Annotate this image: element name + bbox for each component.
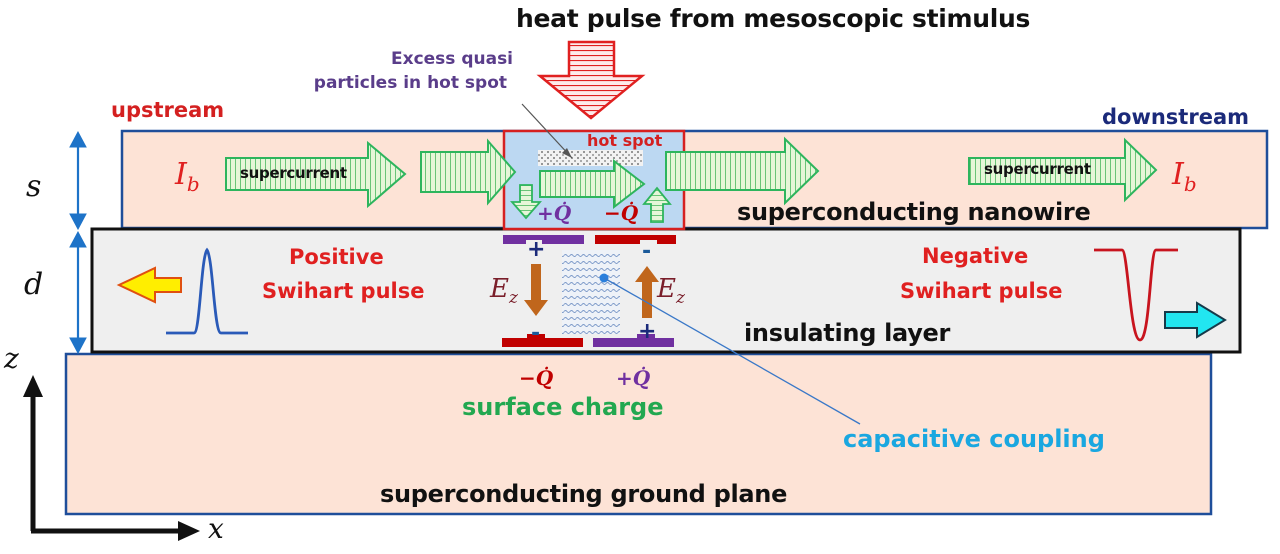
negative-pulse-label-line1: Negative <box>922 244 1029 268</box>
z-axis-label: z <box>4 342 19 375</box>
left-propagation-arrow <box>116 266 182 304</box>
charge-bar-top-left <box>503 235 584 244</box>
charge-bar-bottom-right <box>593 334 674 347</box>
negative-pulse-label-line2: Swihart pulse <box>900 279 1063 303</box>
ez-label-right: Ez <box>657 276 685 307</box>
minus-qdot-top-label: −Q̇ <box>604 201 639 225</box>
d-dimension-arrow <box>69 230 87 355</box>
plus-qdot-bottom-label: +Q̇ <box>616 366 651 390</box>
supercurrent-label-right: supercurrent <box>984 160 1091 178</box>
surface-charge-label: surface charge <box>462 393 664 421</box>
supercurrent-arrow-inlet <box>420 138 517 206</box>
quasiparticle-cloud <box>538 150 643 166</box>
plus-sign-top: + <box>527 237 546 262</box>
excess-pointer-arrowhead <box>562 148 572 158</box>
downstream-label: downstream <box>1102 105 1249 129</box>
positive-pulse-label-line2: Swihart pulse <box>262 279 425 303</box>
current-up-arrow <box>642 186 672 223</box>
diagram-title: heat pulse from mesoscopic stimulus <box>516 4 1031 33</box>
plus-qdot-top-label: +Q̇ <box>537 201 572 225</box>
capacitive-region <box>562 250 620 334</box>
minus-sign-bottom: - <box>531 321 541 346</box>
bias-current-symbol: I <box>1172 157 1184 192</box>
ez-symbol: E <box>657 274 676 304</box>
bias-current-label-right: Ib <box>1172 157 1197 196</box>
excess-quasiparticles-label-line1: Excess quasi <box>390 49 514 69</box>
ez-subscript: z <box>675 288 685 309</box>
ez-subscript: z <box>508 288 518 309</box>
bias-current-subscript: b <box>1183 172 1197 196</box>
upstream-label: upstream <box>111 98 225 122</box>
hot-spot-label: hot spot <box>587 131 663 150</box>
minus-sign-top: - <box>642 239 652 264</box>
bias-current-symbol: I <box>175 157 187 192</box>
plus-sign-bottom: + <box>638 319 657 344</box>
negative-pulse-curve <box>1094 248 1178 342</box>
x-axis-label: x <box>208 512 224 545</box>
coordinate-axes <box>23 375 200 541</box>
nanowire-label: superconducting nanowire <box>737 198 1091 226</box>
d-thickness-label: d <box>24 267 44 302</box>
heat-pulse-arrow <box>536 40 646 120</box>
ez-arrow-down <box>524 264 548 316</box>
supercurrent-arrow-left <box>225 140 407 209</box>
insulating-layer-label: insulating layer <box>744 319 951 347</box>
supercurrent-arrow-outlet <box>665 136 820 206</box>
charge-bar-top-right <box>595 235 676 244</box>
s-thickness-label: s <box>26 169 42 204</box>
ground-plane-layer <box>64 352 1213 516</box>
excess-pointer-line <box>521 103 573 159</box>
ez-arrow-up <box>635 266 659 318</box>
bias-current-subscript: b <box>186 172 200 196</box>
charge-bar-bottom-left <box>502 334 583 347</box>
capacitive-coupling-label: capacitive coupling <box>843 425 1105 453</box>
supercurrent-arrow-right <box>968 137 1158 203</box>
capacitive-pointer-line <box>603 277 861 425</box>
positive-pulse-curve <box>166 247 248 335</box>
supercurrent-arrow-hotspot <box>539 158 646 210</box>
ez-symbol: E <box>490 274 509 304</box>
minus-qdot-bottom-label: −Q̇ <box>519 366 554 390</box>
bias-current-label-left: Ib <box>175 157 200 196</box>
ez-label-left: Ez <box>490 276 518 307</box>
positive-pulse-label-line1: Positive <box>289 245 384 269</box>
ground-plane-label: superconducting ground plane <box>380 480 788 508</box>
supercurrent-label-left: supercurrent <box>240 164 347 182</box>
current-down-arrow <box>510 184 542 220</box>
s-dimension-arrow <box>69 130 87 231</box>
right-propagation-arrow <box>1164 301 1227 339</box>
excess-quasiparticles-label-line2: particles in hot spot <box>313 73 507 93</box>
